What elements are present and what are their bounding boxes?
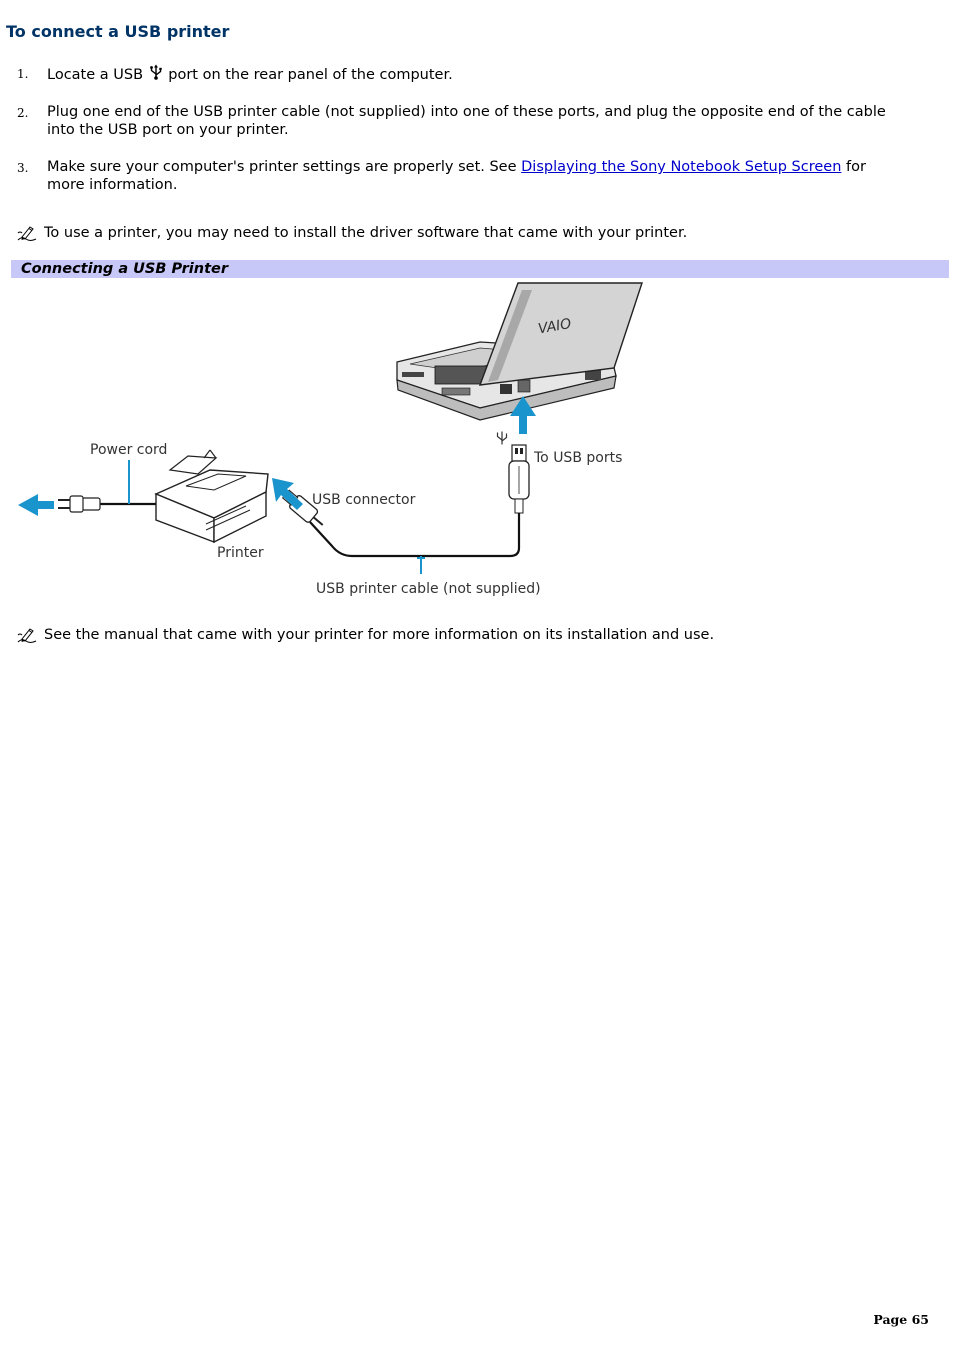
usb-icon (149, 64, 162, 80)
step-text: Plug one end of the USB printer cable (n… (47, 104, 886, 138)
label-printer: Printer (217, 545, 264, 561)
step-number: 3. (17, 161, 29, 175)
figure-caption-bar: Connecting a USB Printer (11, 260, 949, 278)
note-text: To use a printer, you may need to instal… (44, 225, 688, 241)
power-cord (58, 460, 156, 513)
note-text: See the manual that came with your print… (44, 627, 715, 643)
step-text: Make sure your computer's printer settin… (47, 159, 517, 175)
label-usb-cable: USB printer cable (not supplied) (316, 581, 541, 597)
step-1: 1. Locate a USB port on the rear panel o… (17, 64, 907, 84)
label-power-cord: Power cord (90, 442, 167, 458)
note-pen-icon (17, 628, 37, 643)
setup-screen-link[interactable]: Displaying the Sony Notebook Setup Scree… (521, 159, 842, 175)
usb-a-plug (508, 444, 530, 514)
step-number: 2. (17, 106, 29, 120)
label-to-usb-ports: To USB ports (533, 450, 622, 466)
label-usb-connector: USB connector (312, 492, 416, 508)
printer-image (154, 449, 269, 544)
figure-caption: Connecting a USB Printer (21, 261, 229, 277)
laptop-image: VAIO (396, 282, 643, 421)
steps-list: 1. Locate a USB port on the rear panel o… (17, 64, 907, 213)
step-3: 3. Make sure your computer's printer set… (17, 158, 907, 194)
arrow-up-icon (510, 396, 536, 434)
step-2: 2. Plug one end of the USB printer cable… (17, 103, 907, 139)
arrow-left-icon (18, 494, 54, 516)
step-text: port on the rear panel of the computer. (168, 67, 453, 83)
page-number: Page 65 (873, 1312, 929, 1327)
laptop-logo: VAIO (537, 316, 573, 338)
page-title: To connect a USB printer (6, 22, 230, 41)
arrow-to-printer-icon (272, 478, 303, 510)
note-pen-icon (17, 226, 37, 241)
note-manual: See the manual that came with your print… (16, 626, 714, 644)
step-text: Locate a USB (47, 67, 144, 83)
usb-icon (496, 431, 508, 445)
note-driver: To use a printer, you may need to instal… (16, 224, 687, 242)
usb-cable (309, 513, 521, 558)
step-text: for more information. (47, 159, 866, 193)
usb-printer-illustration: VAIO (18, 282, 643, 597)
step-number: 1. (17, 67, 29, 81)
